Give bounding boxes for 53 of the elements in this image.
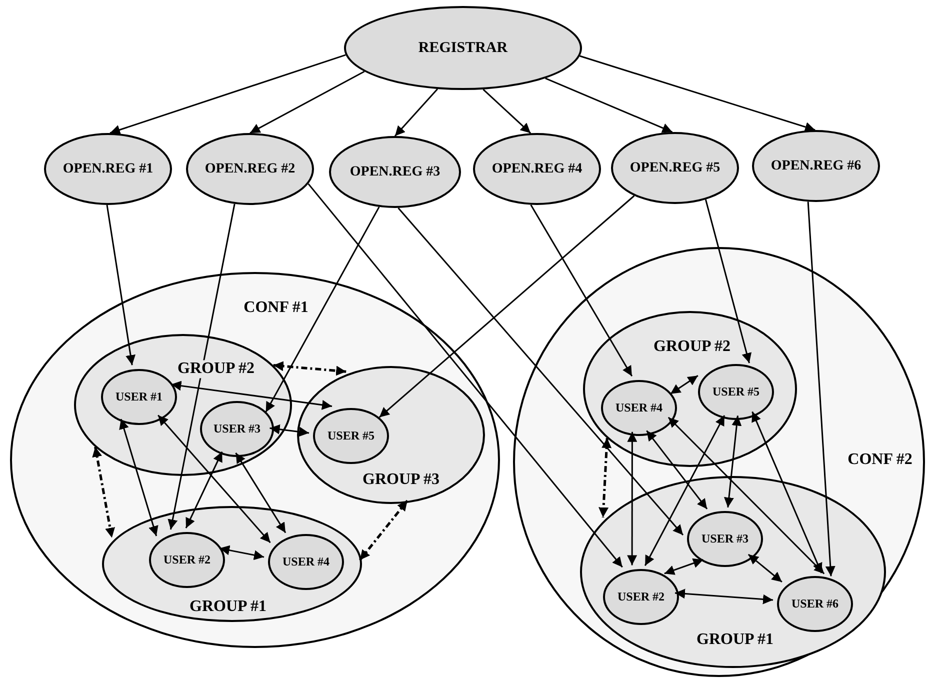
node-label: GROUP #2 [176, 360, 256, 378]
arrow [119, 418, 158, 536]
arrow [646, 430, 708, 510]
arrow [724, 416, 742, 508]
user-ellipse [777, 576, 853, 632]
node-label: USER #5 [710, 385, 762, 399]
arrow [185, 451, 223, 528]
node-label: USER #5 [326, 429, 376, 443]
arrow [308, 183, 623, 568]
node-label: USER #1 [114, 390, 164, 404]
arrow [530, 204, 633, 376]
arrow [670, 374, 698, 394]
node-label: USER #4 [614, 401, 664, 415]
dashed-arrow [358, 500, 408, 561]
arrow [219, 545, 264, 560]
arrow [664, 558, 704, 575]
dashed-arrow [92, 446, 115, 538]
dashed-arrow [273, 361, 346, 376]
arrow [752, 411, 822, 574]
arrow [270, 424, 310, 437]
node-label: USER #2 [616, 590, 666, 604]
node-label: USER #3 [700, 532, 750, 546]
user-ellipse [687, 511, 763, 567]
arrow [668, 416, 825, 574]
user-ellipse [268, 534, 344, 590]
arrow [545, 78, 673, 133]
arrow [378, 195, 635, 418]
arrow [674, 588, 774, 604]
arrow [168, 204, 236, 530]
dashed-arrow [598, 438, 612, 518]
node-label: USER #2 [162, 553, 212, 567]
arrow [394, 88, 438, 136]
arrow [644, 415, 726, 566]
arrow [265, 206, 380, 412]
arrow [106, 204, 136, 366]
arrow [482, 88, 532, 134]
arrow [250, 70, 365, 134]
node-label: USER #6 [790, 597, 840, 611]
arrow [807, 202, 836, 576]
user-ellipse [601, 380, 677, 436]
arrow [627, 432, 638, 566]
user-ellipse [603, 569, 679, 625]
arrow [235, 452, 286, 534]
node-label: USER #4 [280, 555, 332, 569]
arrow [748, 554, 782, 583]
arrow [704, 199, 752, 364]
arrow [580, 55, 816, 132]
arrow [110, 54, 346, 135]
arrow [171, 380, 332, 410]
user-ellipse [200, 401, 274, 457]
arrow [398, 207, 684, 536]
node-label: USER #3 [212, 422, 262, 436]
arrow [158, 414, 271, 544]
